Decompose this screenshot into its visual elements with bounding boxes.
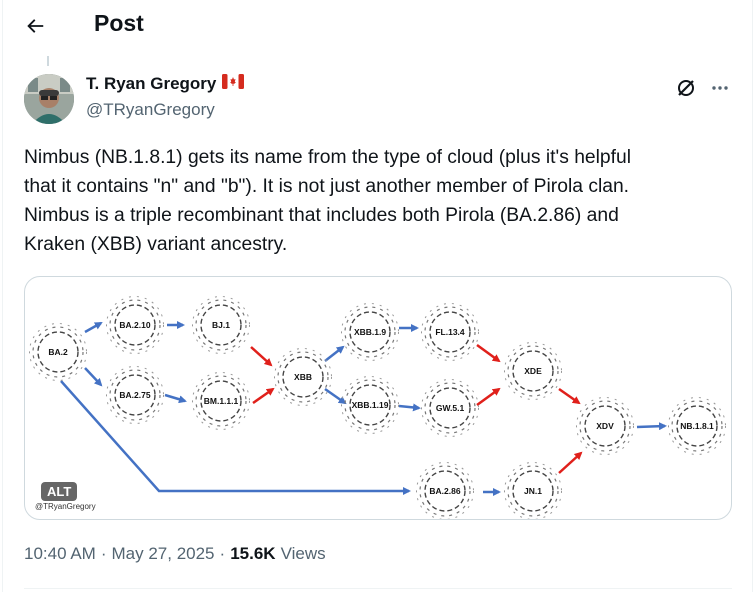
frame-left-border xyxy=(2,0,3,592)
author-name-row: T. Ryan Gregory xyxy=(86,74,245,94)
svg-text:XBB.1.9: XBB.1.9 xyxy=(354,327,386,337)
avatar[interactable] xyxy=(24,74,74,124)
alt-badge[interactable]: ALT xyxy=(41,482,78,501)
post-date[interactable]: May 27, 2025 xyxy=(111,544,215,563)
node-ba-2-10: BA.2.10 xyxy=(105,295,165,355)
svg-text:BM.1.1.1: BM.1.1.1 xyxy=(204,396,239,406)
image-watermark: @TRyanGregory xyxy=(35,502,96,511)
svg-text:BA.2: BA.2 xyxy=(48,347,68,357)
node-ba-2-86: BA.2.86 xyxy=(415,461,475,519)
author-display-name[interactable]: T. Ryan Gregory xyxy=(86,74,217,93)
thread-line xyxy=(47,56,49,66)
page-title: Post xyxy=(94,10,144,36)
svg-text:BJ.1: BJ.1 xyxy=(212,320,230,330)
arrow-left-icon xyxy=(27,19,44,33)
svg-text:BA.2.75: BA.2.75 xyxy=(119,390,150,400)
svg-text:XBB.1.19: XBB.1.19 xyxy=(352,400,389,410)
svg-text:XDV: XDV xyxy=(596,421,614,431)
grok-button[interactable] xyxy=(672,74,700,102)
svg-text:FL.13.4: FL.13.4 xyxy=(435,327,465,337)
svg-text:BA.2.10: BA.2.10 xyxy=(119,320,150,330)
tweet-text: Nimbus (NB.1.8.1) gets its name from the… xyxy=(24,147,632,255)
svg-text:XBB: XBB xyxy=(294,372,312,382)
media-image[interactable]: BA.2 BA.2.10 BJ.1 BA.2.75 BM.1.1.1 XBB X… xyxy=(24,276,732,520)
svg-text:JN.1: JN.1 xyxy=(524,486,542,496)
post-time[interactable]: 10:40 AM xyxy=(24,544,96,563)
frame-right-border xyxy=(752,0,753,592)
meta-separator: · xyxy=(100,544,107,563)
node-xdv: XDV xyxy=(575,396,635,456)
node-ba-2: BA.2 xyxy=(28,322,88,382)
grok-icon xyxy=(678,80,694,96)
svg-text:NB.1.8.1: NB.1.8.1 xyxy=(680,421,714,431)
node-xbb-1-19: XBB.1.19 xyxy=(340,375,400,435)
post-header: Post xyxy=(0,0,756,50)
node-bm-1-1-1: BM.1.1.1 xyxy=(191,371,251,431)
svg-text:BA.2.86: BA.2.86 xyxy=(429,486,460,496)
node-xde: XDE xyxy=(503,341,563,401)
node-nb-1-8-1: NB.1.8.1 xyxy=(667,396,727,456)
node-fl-13-4: FL.13.4 xyxy=(420,302,480,362)
svg-text:XDE: XDE xyxy=(524,366,542,376)
back-button[interactable] xyxy=(18,9,52,43)
views-label: Views xyxy=(280,544,326,563)
divider xyxy=(24,588,732,589)
node-bj-1: BJ.1 xyxy=(191,295,251,355)
svg-text:GW.5.1: GW.5.1 xyxy=(436,403,465,413)
node-gw-5-1: GW.5.1 xyxy=(420,378,480,438)
more-button[interactable] xyxy=(706,74,734,102)
more-icon xyxy=(712,86,728,90)
node-xbb-1-9: XBB.1.9 xyxy=(340,302,400,362)
node-xbb: XBB xyxy=(273,347,333,407)
lineage-diagram: BA.2 BA.2.10 BJ.1 BA.2.75 BM.1.1.1 XBB X… xyxy=(28,295,727,519)
node-jn-1: JN.1 xyxy=(503,461,563,519)
post-meta: 10:40 AM · May 27, 2025 · 15.6K Views xyxy=(24,544,326,564)
node-ba-2-75: BA.2.75 xyxy=(105,365,165,425)
views-count: 15.6K xyxy=(230,544,276,563)
author-handle[interactable]: @TRyanGregory xyxy=(86,100,215,119)
meta-separator: · xyxy=(219,544,226,563)
canada-flag-icon xyxy=(222,74,245,94)
avatar-image xyxy=(24,74,74,124)
